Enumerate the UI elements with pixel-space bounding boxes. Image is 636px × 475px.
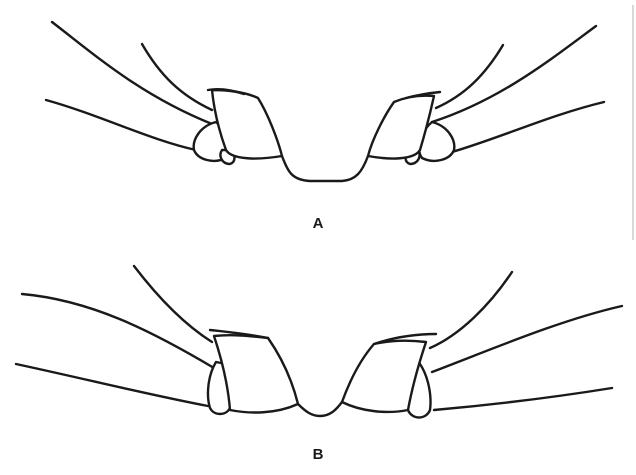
panel-b-right-lower-strand	[434, 388, 612, 410]
panel-b-right-upper-strand	[430, 272, 512, 348]
panel-b-left-lower-strand	[16, 364, 208, 406]
panel-a-central-bridge	[282, 156, 368, 181]
panel-a-right-upper-strand	[432, 26, 596, 122]
panel-b-left-upper-strand	[22, 294, 214, 368]
panel-b-central-bridge	[298, 402, 342, 416]
panel-a-right-lower-strand	[452, 102, 604, 152]
panel-b-drawing	[16, 266, 622, 418]
panel-b-right-middle-strand	[432, 306, 622, 372]
panel-a-left-middle-strand	[142, 44, 212, 110]
panel-a-label: A	[313, 215, 324, 232]
panel-a-right-middle-strand	[436, 45, 503, 108]
panel-a-drawing	[46, 22, 604, 181]
panel-b-label: B	[313, 446, 324, 463]
